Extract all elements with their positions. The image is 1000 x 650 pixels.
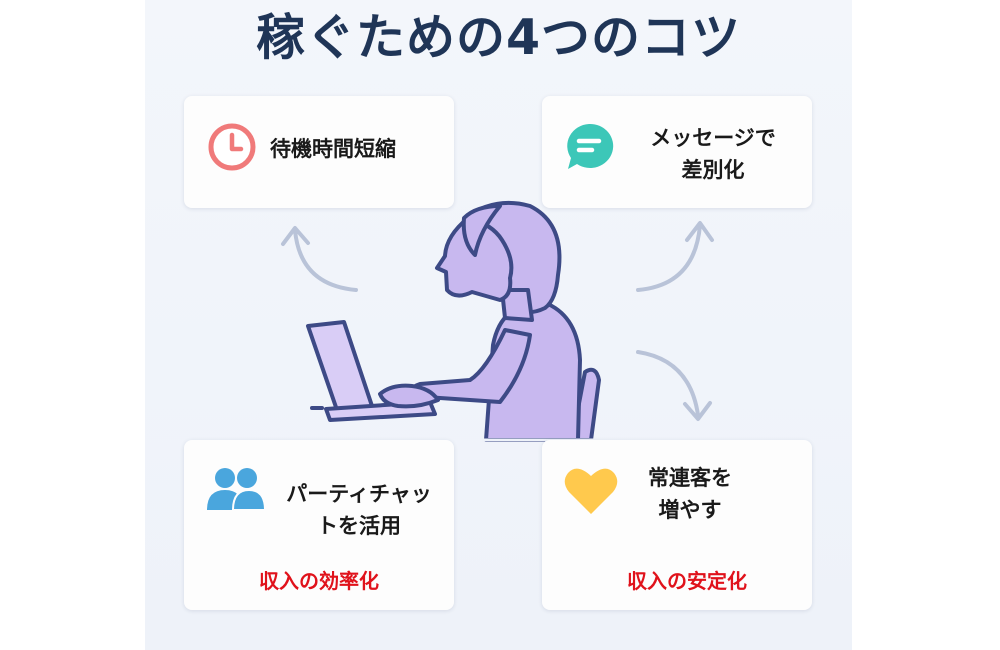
page-title: 稼ぐための4つのコツ xyxy=(255,9,742,66)
heart-icon xyxy=(564,468,618,514)
clock-icon xyxy=(208,123,256,171)
tip-label-message: メッセージで 差別化 xyxy=(650,126,776,182)
tip-card-party-chat xyxy=(184,440,454,610)
users-icon xyxy=(207,468,267,511)
chat-bubble-icon xyxy=(567,123,614,169)
result-stability: 収入の安定化 xyxy=(627,569,747,593)
tip-label-regulars: 常連客を 増やす xyxy=(648,466,732,522)
tip-label-wait-time: 待機時間短縮 xyxy=(270,137,396,161)
tip-label-party-chat: パーティチャッ トを活用 xyxy=(286,482,432,538)
result-efficiency: 収入の効率化 xyxy=(259,569,379,593)
tip-card-regulars xyxy=(542,440,812,610)
